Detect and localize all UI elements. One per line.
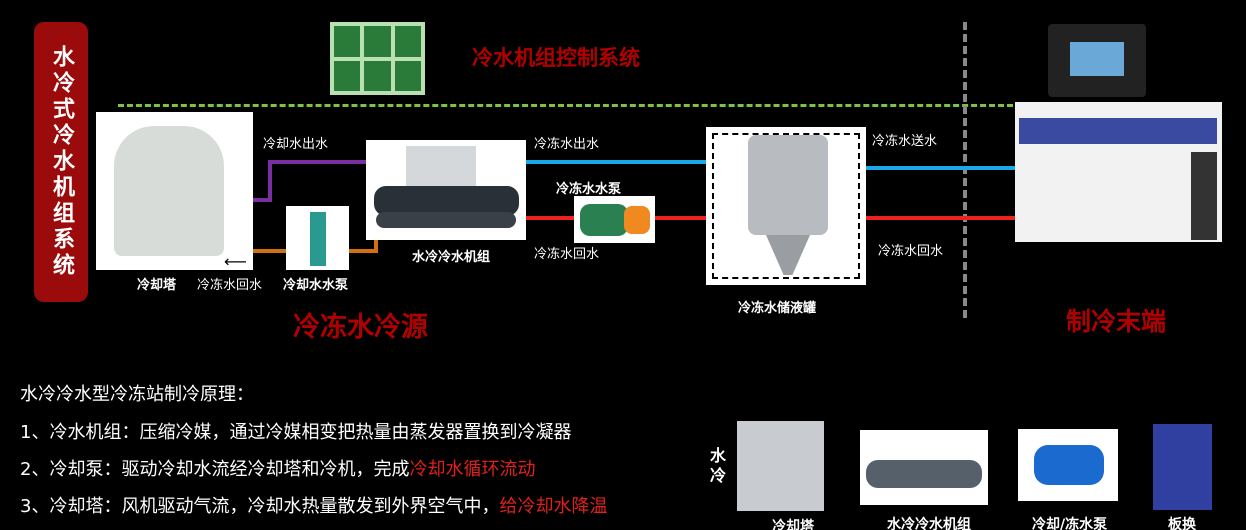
eq-cooling-tower-image <box>737 421 824 511</box>
terminal-unit-image <box>1015 102 1222 242</box>
principle-item-1: 1、冷水机组：压缩冷媒，通过冷媒相变把热量由蒸发器置换到冷凝器 <box>20 418 571 444</box>
principle-text: 2、冷却泵：驱动冷却水流经冷却塔和冷机，完成 <box>20 459 410 480</box>
principle-text: 3、冷却塔：风机驱动气流，冷却水热量散发到外界空气中， <box>20 496 500 517</box>
label-cooling-pump: 冷却水水泵 <box>283 278 349 293</box>
eq-label: 水冷冷水机组 <box>887 517 971 530</box>
cooling-out-pipe-h <box>268 160 368 164</box>
gray-divider <box>963 22 967 318</box>
label-chiller: 水冷冷水机组 <box>412 250 491 265</box>
chilled-supply-pipe <box>524 160 708 164</box>
label-return-right: 冷冻水回水 <box>878 244 944 259</box>
banner-text: 水冷式冷水机组系统 <box>49 45 74 279</box>
principle-highlight: 给冷却水降温 <box>499 496 608 517</box>
principle-text: 1、冷水机组：压缩冷媒，通过冷媒相变把热量由蒸发器置换到冷凝器 <box>20 422 572 443</box>
control-panel-image <box>330 22 425 95</box>
label-return-left: 冷冻水回水 <box>197 278 263 293</box>
equipment-side-label: 水冷 <box>710 446 727 485</box>
cooling-out-pipe-v <box>268 160 272 202</box>
principle-highlight: 冷却水循环流动 <box>409 459 536 480</box>
principle-title: 水冷冷水型冷冻站制冷原理： <box>20 384 254 405</box>
tank-image <box>706 127 866 285</box>
label-tank: 冷冻水储液罐 <box>738 301 817 316</box>
terminal-display-image <box>1048 24 1146 97</box>
eq-pump-image <box>1018 429 1118 501</box>
section-end-title: 制冷末端 <box>1066 307 1167 336</box>
eq-chiller-image <box>860 430 988 505</box>
label-chilled-out: 冷冻水出水 <box>534 137 600 152</box>
eq-label: 板换 <box>1168 517 1196 530</box>
principle-item-3: 3、冷却塔：风机驱动气流，冷却水热量散发到外界空气中，给冷却水降温 <box>20 492 607 518</box>
chilled-pump-image <box>574 196 655 243</box>
label-cooling-out: 冷却水出水 <box>263 137 329 152</box>
chilled-return-pipe-right <box>864 216 1016 220</box>
chilled-supply-pipe-right <box>864 166 1016 170</box>
section-source-title: 冷冻水冷源 <box>293 312 428 343</box>
principle-item-2: 2、冷却泵：驱动冷却水流经冷却塔和冷机，完成冷却水循环流动 <box>20 455 535 481</box>
label-chilled-pump: 冷冻水水泵 <box>556 182 622 197</box>
cooling-tower-image <box>96 112 253 270</box>
label-cooling-tower: 冷却塔 <box>137 278 177 293</box>
flow-arrow-icon: ⟵ <box>224 252 247 271</box>
chiller-image <box>366 140 526 240</box>
green-divider <box>118 104 1013 107</box>
system-banner: 水冷式冷水机组系统 <box>34 22 88 302</box>
control-system-title: 冷水机组控制系统 <box>472 46 640 70</box>
label-chilled-return: 冷冻水回水 <box>534 247 600 262</box>
eq-plate-exchanger-image <box>1153 424 1212 510</box>
eq-label: 冷却塔 <box>772 519 814 530</box>
eq-label: 冷却/冻水泵 <box>1032 517 1108 530</box>
cooling-pump-image <box>286 206 349 270</box>
label-supply: 冷冻水送水 <box>872 134 938 149</box>
